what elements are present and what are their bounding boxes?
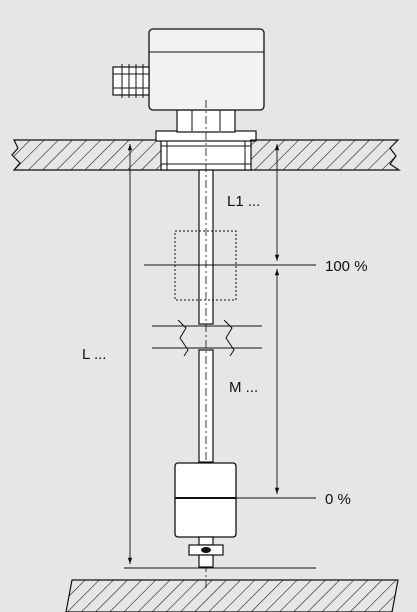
label-level-100: 100 % <box>325 258 368 275</box>
break-lines <box>152 319 262 357</box>
dimension-m: M ... <box>229 269 280 494</box>
level-100-line: 100 % <box>144 258 368 275</box>
cable-gland-icon <box>112 64 150 98</box>
float-lower-position <box>174 462 237 538</box>
housing <box>148 28 265 111</box>
label-level-0: 0 % <box>325 491 351 508</box>
end-stop <box>188 536 224 568</box>
dimension-l1: L1 ... <box>227 139 286 261</box>
label-l1: L1 ... <box>227 193 260 210</box>
level-0-line: 0 % <box>236 491 351 508</box>
label-m: M ... <box>229 379 258 396</box>
label-l: L ... <box>82 346 106 363</box>
dimension-l: L ... <box>82 144 316 569</box>
tank-bottom <box>65 579 399 612</box>
probe-rod <box>198 100 214 590</box>
